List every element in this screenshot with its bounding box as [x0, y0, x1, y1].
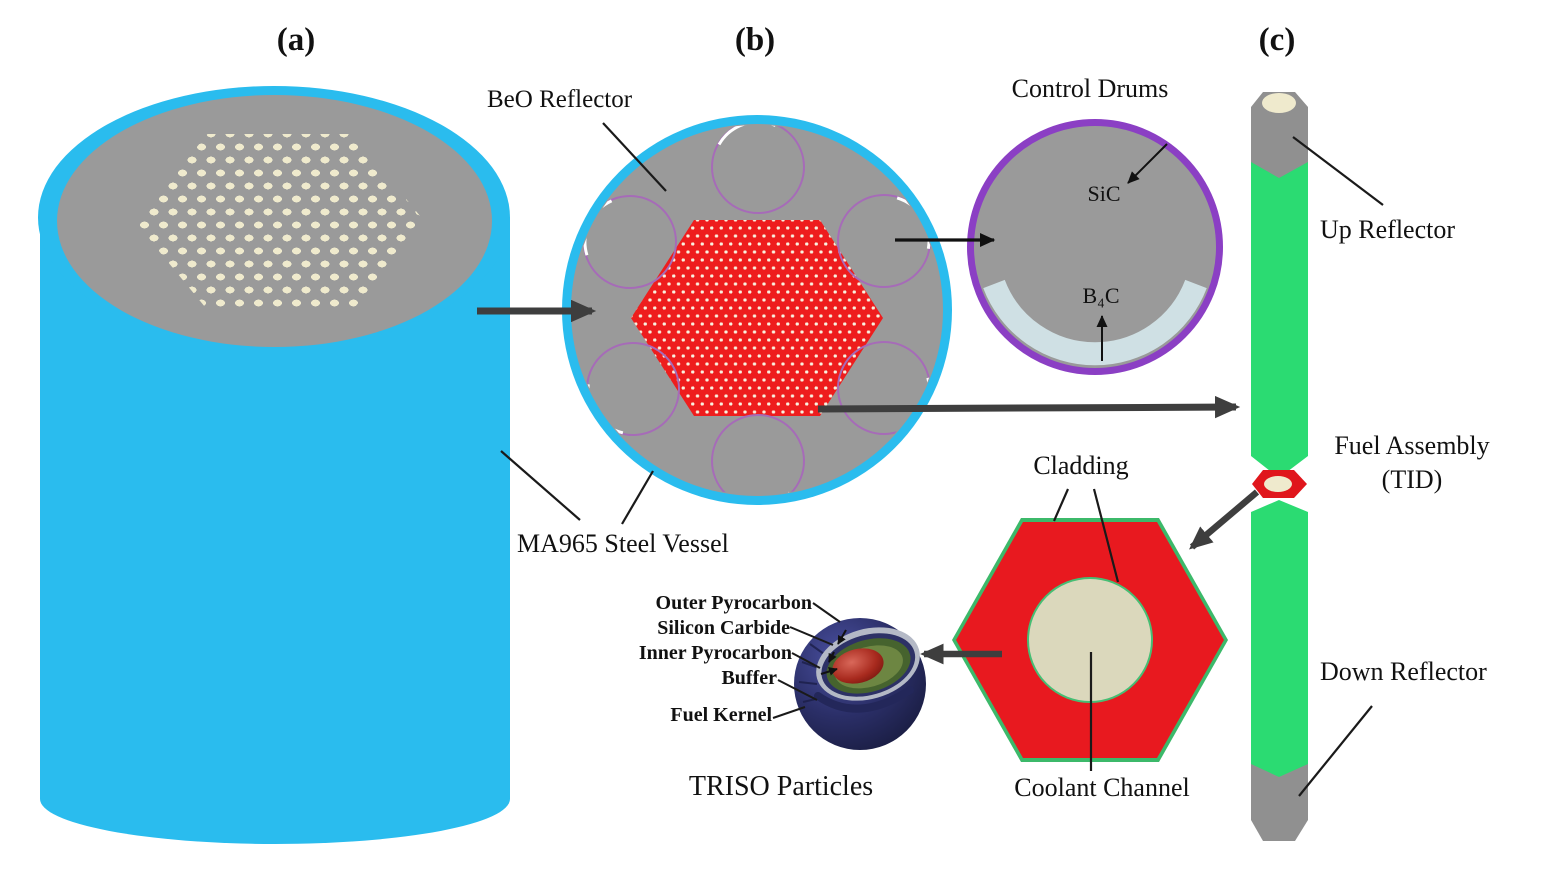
- panel-a-label: (a): [276, 22, 316, 58]
- fuel-assembly-line2: (TID): [1381, 465, 1443, 494]
- fuel-assembly-label: Fuel Assembly (TID): [1334, 429, 1489, 497]
- triso-particles-caption: TRISO Particles: [688, 771, 874, 802]
- silicon-carbide-label: Silicon Carbide: [657, 617, 790, 639]
- fuel-kernel-label: Fuel Kernel: [670, 704, 772, 726]
- ma965-vessel-label: MA965 Steel Vessel: [517, 529, 729, 558]
- sic-label: SiC: [1087, 181, 1121, 206]
- outer-pyrocarbon-label: Outer Pyrocarbon: [655, 592, 812, 614]
- fuel-assembly-cross-section: [1252, 470, 1307, 498]
- panel-b-label: (b): [734, 22, 776, 58]
- up-reflector-label: Up Reflector: [1320, 215, 1456, 244]
- coolant-channel-circle: [1027, 577, 1153, 703]
- panel-c-label: (c): [1258, 22, 1296, 58]
- coolant-channel-label: Coolant Channel: [1014, 773, 1190, 802]
- down-reflector-label: Down Reflector: [1320, 657, 1487, 686]
- triso-fuel-kernel: [832, 648, 884, 684]
- inner-pyrocarbon-label: Inner Pyrocarbon: [638, 642, 792, 664]
- fuel-assembly-line1: Fuel Assembly: [1334, 431, 1490, 460]
- cladding-label: Cladding: [1033, 451, 1129, 480]
- triso-shell-edge: [814, 686, 914, 713]
- triso-particle-cutaway: [794, 618, 926, 750]
- control-drums-title: Control Drums: [1011, 74, 1169, 103]
- triso-layer-arrows: [820, 629, 847, 676]
- fuel-assembly-rod: [1251, 92, 1308, 841]
- buffer-label: Buffer: [721, 667, 777, 689]
- b4c-label: B₄C: [1082, 283, 1120, 308]
- beo-reflector-label: BeO Reflector: [487, 86, 633, 113]
- control-drum-detail: [967, 119, 1223, 375]
